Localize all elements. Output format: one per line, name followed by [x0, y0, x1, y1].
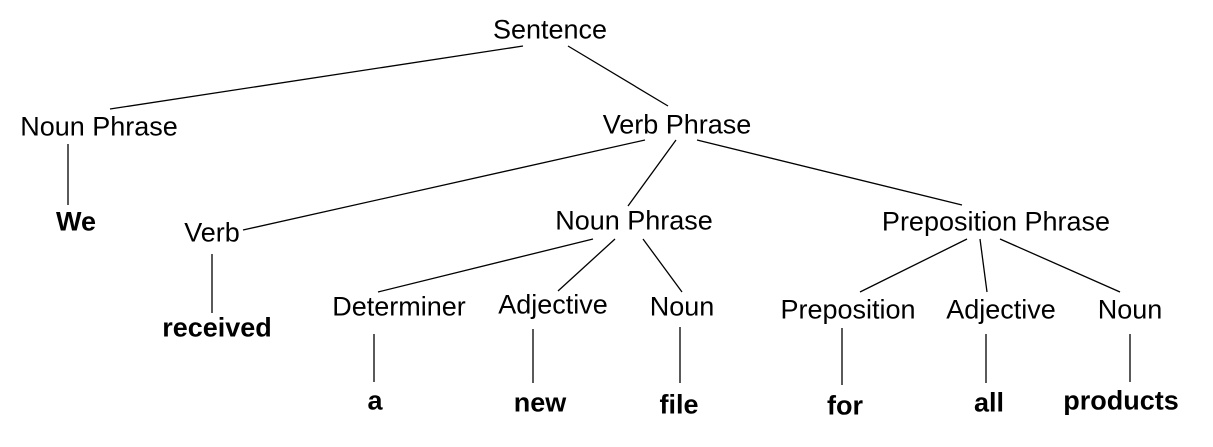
node-verb: Verb	[184, 217, 240, 248]
node-object-noun-phrase: Noun Phrase	[555, 205, 713, 236]
node-subject-noun-phrase: Noun Phrase	[20, 111, 178, 142]
node-determiner: Determiner	[332, 291, 466, 322]
word-all: all	[973, 387, 1005, 418]
edge-sentence-vp	[567, 45, 669, 107]
word-products: products	[1063, 385, 1179, 416]
word-received: received	[162, 312, 272, 343]
edge-vp-np	[627, 139, 677, 207]
node-object-noun: Noun	[649, 291, 715, 322]
edge-np-noun	[642, 238, 683, 293]
edge-sentence-np	[109, 45, 524, 110]
node-prep-noun: Noun	[1097, 294, 1163, 325]
word-file: file	[659, 389, 699, 420]
edge-pp-noun	[999, 238, 1121, 293]
edge-vp-verb	[242, 139, 646, 231]
edge-np-adjective	[557, 238, 616, 292]
edge-pp-adjective	[979, 238, 988, 293]
word-a: a	[367, 385, 383, 416]
edge-pp-preposition	[859, 238, 968, 293]
node-preposition: Preposition	[780, 294, 916, 325]
node-prep-adjective: Adjective	[946, 294, 1056, 325]
edge-np-determiner	[377, 238, 594, 293]
node-preposition-phrase: Preposition Phrase	[881, 206, 1111, 237]
node-sentence: Sentence	[492, 14, 608, 45]
node-verb-phrase: Verb Phrase	[602, 109, 752, 140]
word-new: new	[513, 387, 567, 418]
edge-vp-pp	[696, 139, 963, 206]
node-object-adjective: Adjective	[498, 289, 608, 320]
word-for: for	[827, 390, 863, 421]
word-we: We	[55, 206, 97, 237]
